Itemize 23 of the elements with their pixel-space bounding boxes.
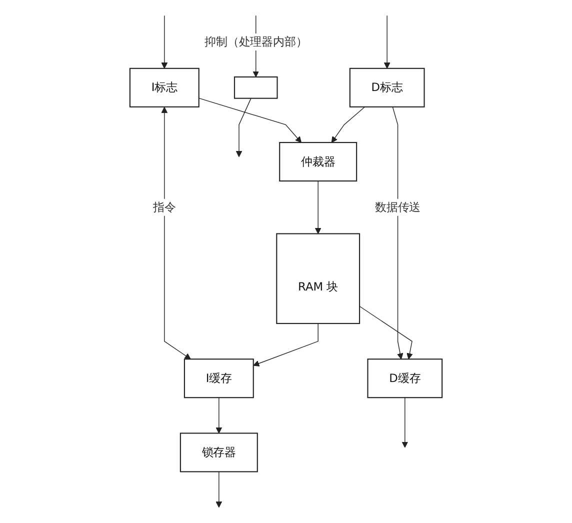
arrow [216,397,222,434]
arrow [314,180,322,234]
arrow [161,15,168,69]
edge-label: 数据传送 [374,200,421,214]
process-box: 锁存器 [180,432,258,472]
edge-label: 指令 [152,200,176,214]
arrow [392,106,404,360]
arrow [216,471,222,508]
arrow [402,397,408,448]
process-box: D标志 [349,68,425,108]
arrow [161,106,191,360]
arrow [253,323,318,366]
process-box: I缓存 [184,358,254,398]
process-box: 仲裁器 [279,142,358,182]
process-box: RAM 块 [276,233,360,324]
arrow [198,98,302,143]
arrow [359,306,413,360]
arrow [236,98,252,158]
arrow [384,15,390,69]
edge-label: 抑制（处理器内部） [204,34,308,48]
process-box: I标志 [129,68,200,108]
process-box: D缓存 [367,358,443,398]
arrow [331,106,366,143]
